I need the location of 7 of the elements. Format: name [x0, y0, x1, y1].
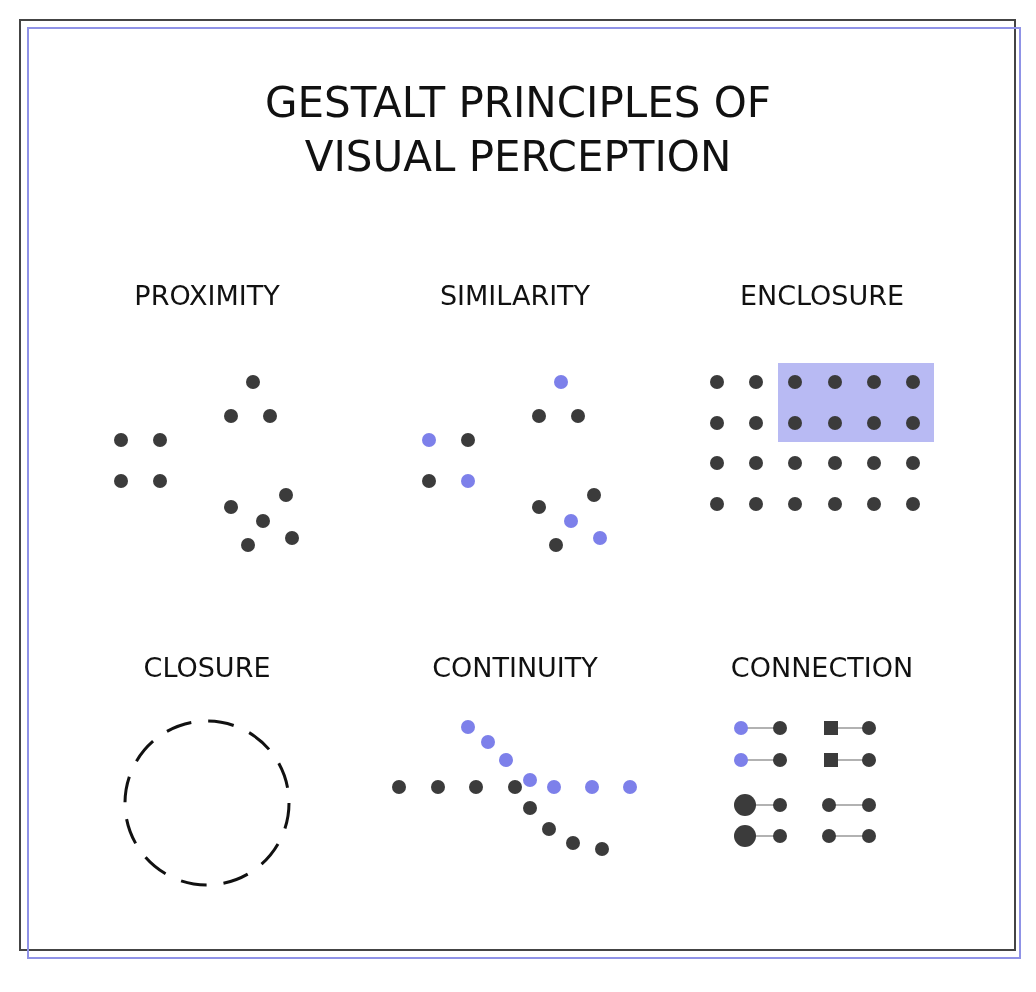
principle-heading: CLOSURE — [142, 652, 272, 683]
principle-heading: CONTINUITY — [431, 652, 599, 683]
diagram-title: GESTALT PRINCIPLES OF VISUAL PERCEPTION — [264, 77, 772, 183]
principle-heading: PROXIMITY — [133, 280, 281, 311]
principle-heading: CONNECTION — [729, 652, 915, 683]
principle-heading: ENCLOSURE — [738, 280, 906, 311]
principle-heading: SIMILARITY — [438, 280, 592, 311]
